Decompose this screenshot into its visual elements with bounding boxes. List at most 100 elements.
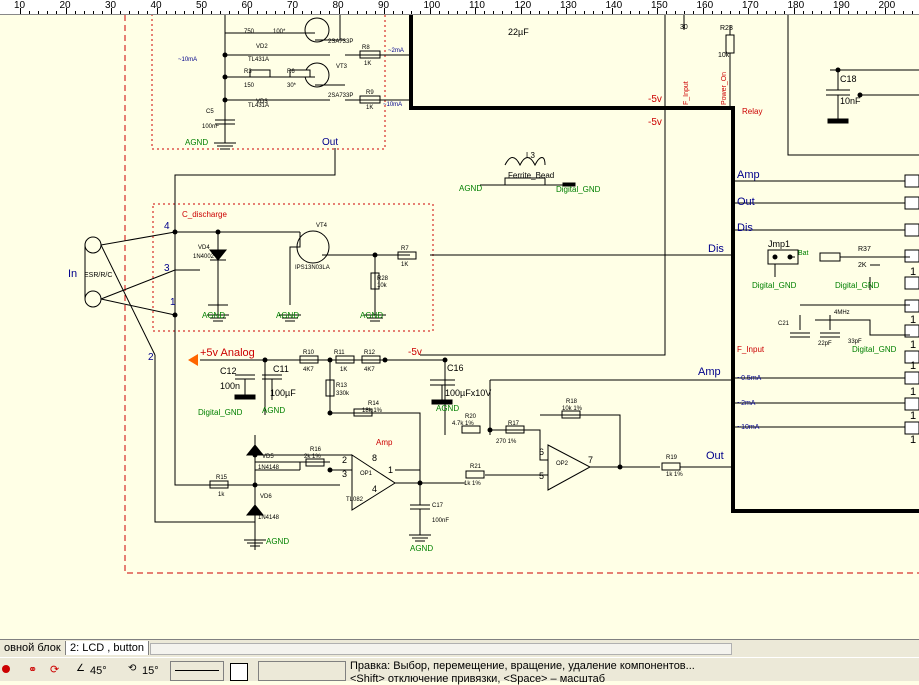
pin-number: 4 (372, 484, 377, 494)
ruler-minor-tick (693, 11, 695, 14)
net-label: Bat (798, 250, 809, 257)
ruler-minor-tick (120, 11, 122, 14)
ruler-major-tick (429, 8, 431, 14)
ruler-minor-tick (738, 11, 740, 14)
component-value: 100µFx10V (445, 388, 491, 398)
fill-style-box[interactable] (230, 663, 248, 681)
ruler-minor-tick (229, 11, 231, 14)
component-value: 2K (858, 262, 867, 269)
tab-main-block[interactable]: овной блок (0, 641, 66, 655)
power-label: -5v (408, 347, 422, 358)
component-value: 18k 1% (362, 408, 383, 414)
ruler-minor-tick (666, 11, 668, 14)
ruler-minor-tick (811, 11, 813, 14)
ruler-major-tick (566, 8, 567, 14)
ruler-minor-tick (829, 11, 831, 14)
ruler-label: 110 (469, 0, 485, 11)
component-ref: R3 (244, 69, 252, 75)
pin-number: 8 (372, 453, 377, 463)
ruler-label: 120 (514, 0, 532, 11)
ruler-minor-tick (365, 11, 367, 14)
pin-number: 5 (539, 471, 544, 481)
pin-label: 4 (164, 221, 170, 232)
ruler-minor-tick (447, 11, 449, 14)
component-value: 100nF (202, 124, 219, 130)
power-label: -5v (648, 94, 662, 105)
component-ref: R6 (287, 69, 295, 75)
component-value: 30* (287, 83, 297, 89)
ruler-minor-tick (875, 11, 877, 14)
ruler-minor-tick (575, 11, 577, 14)
ruler-label: 100 (423, 0, 441, 11)
component-value: 100* (273, 29, 286, 35)
angle-icon: ∠ (76, 663, 85, 674)
component-ref: R9 (366, 90, 374, 96)
component-value: 1k 1% (666, 472, 683, 478)
component-ref: R18 (566, 399, 578, 405)
angle-value-2[interactable]: 15° (142, 665, 159, 677)
ground-label: AGND (360, 311, 383, 320)
component-value: 150 (244, 83, 255, 89)
component-ref: VT4 (316, 223, 328, 229)
connector-name: ESR/R/C (84, 272, 112, 279)
component-ref: C18 (840, 74, 857, 84)
ruler-minor-tick (902, 11, 904, 14)
net-label: Amp (376, 438, 393, 447)
status-bar: ⚭ ⟳ ∠ 45° ⟲ 15° Правка: Выбор, перемещен… (0, 657, 919, 685)
component-value: 10k (377, 283, 388, 289)
horizontal-scrollbar[interactable] (150, 643, 732, 655)
pin-number: 1 (388, 465, 393, 475)
ground-label: AGND (436, 404, 459, 413)
ruler-minor-tick (547, 11, 549, 14)
ruler-minor-tick (465, 11, 467, 14)
component-ref: Jmp1 (768, 239, 790, 249)
ruler-label: 200 (878, 0, 896, 11)
component-ref: R15 (216, 475, 228, 481)
ruler-minor-tick (56, 11, 58, 14)
ruler-major-tick (702, 8, 704, 14)
ground-label: AGND (410, 544, 433, 553)
rotate-icon: ⟲ (128, 663, 137, 674)
component-value: 4K7 (303, 367, 314, 373)
ruler-minor-tick (74, 11, 76, 14)
tab-lcd-button[interactable]: 2: LCD , button (66, 641, 149, 655)
component-ref: R12 (364, 350, 376, 356)
component-name: 1N4148 (258, 465, 280, 471)
ground-label: AGND (185, 138, 208, 147)
ruler-major-tick (520, 8, 522, 14)
record-icon[interactable] (2, 665, 10, 673)
power-label: +5v Analog (200, 347, 255, 359)
ruler-major-tick (748, 8, 749, 14)
ruler-major-tick (475, 8, 476, 14)
ground-label: Digital_GND (835, 281, 880, 290)
component-value: 270 1% (496, 439, 517, 445)
component-value: 330k (336, 391, 350, 397)
ruler-minor-tick (147, 11, 149, 14)
pin-number: 3 (342, 469, 347, 479)
link-icon[interactable]: ⚭ (28, 664, 38, 676)
ruler-minor-tick (893, 11, 895, 14)
pin-number: 6 (539, 447, 544, 457)
ruler-minor-tick (311, 11, 313, 14)
component-value: 4.7k 1% (452, 421, 474, 427)
component-ref: VD3 (256, 99, 268, 105)
ruler-major-tick (293, 8, 294, 14)
ruler-minor-tick (620, 11, 622, 14)
component-name: Ferrite_Bead (508, 171, 554, 180)
ruler-minor-tick (47, 11, 49, 14)
sheet-tabbar: овной блок 2: LCD , button (0, 639, 919, 657)
component-value: 22µF (508, 27, 529, 37)
ground-label: AGND (202, 311, 225, 320)
ruler-minor-tick (866, 11, 868, 14)
component-ref: VD2 (256, 44, 268, 50)
snap-icon[interactable]: ⟳ (50, 664, 60, 676)
component-ref: C21 (778, 321, 790, 327)
component-ref: R37 (858, 246, 871, 253)
line-style-box[interactable] (170, 661, 224, 681)
pin-label: 1 (170, 297, 176, 308)
angle-value-1[interactable]: 45° (90, 665, 107, 677)
component-value: 750 (244, 29, 255, 35)
ruler-label: 160 (696, 0, 714, 11)
schematic-canvas[interactable]: In ESR/R/C 4 3 1 2 C_discharge Out L3 Fe… (0, 12, 919, 639)
ruler-minor-tick (347, 11, 349, 14)
